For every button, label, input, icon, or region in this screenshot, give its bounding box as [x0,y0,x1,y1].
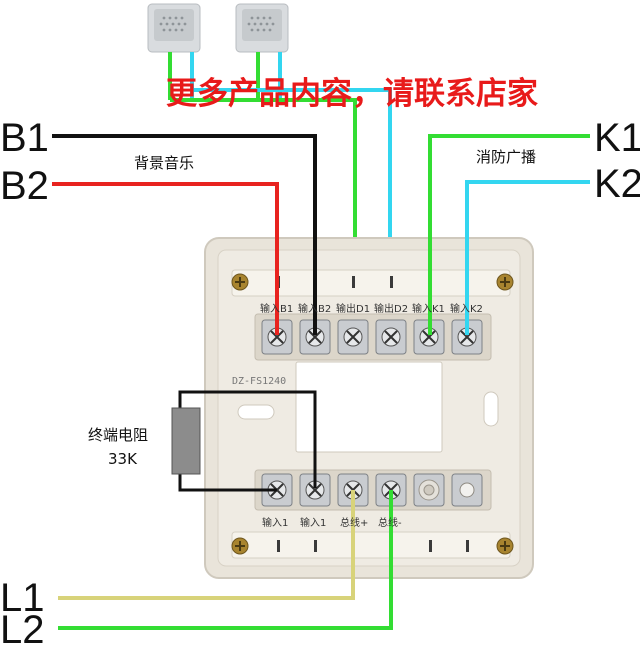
terminal-label-top-5: 输入K1 [412,304,445,315]
terminal-label-top-3: 输出D1 [336,304,371,315]
speaker-1 [147,3,201,53]
terminal-resistor [171,390,317,492]
bus-wires [58,490,393,630]
label-b2: B2 [0,164,49,208]
terminal-label-top-4: 输出D2 [374,304,409,315]
caption-resistor-name: 终端电阻 [88,426,149,444]
label-b1: B1 [0,116,49,160]
label-k1: K1 [594,116,640,160]
top-terminals [261,319,483,355]
input-wires [52,134,590,335]
caption-fire-broadcast: 消防广播 [476,148,537,166]
terminal-label-top-6: 输入K2 [450,304,483,315]
terminal-label-top-2: 输入B2 [298,304,332,315]
bottom-terminals [261,473,483,507]
terminal-label-top-1: 输入B1 [260,304,294,315]
caption-resistor-value: 33K [108,450,137,468]
terminal-label-bottom-4: 总线- [378,518,402,529]
label-l1: L1 [0,576,45,620]
caption-background-music: 背景音乐 [134,154,195,172]
terminal-label-bottom-2: 输入1 [300,518,327,529]
label-l2: L2 [0,608,45,652]
promo-banner: 更多产品内容，请联系店家 [166,76,538,112]
label-k2: K2 [594,162,640,206]
terminal-label-bottom-1: 输入1 [262,518,289,529]
speaker-2 [235,3,289,53]
module-model: DZ-FS1240 [232,376,287,387]
terminal-label-bottom-3: 总线+ [340,518,369,529]
module-body [204,237,534,579]
